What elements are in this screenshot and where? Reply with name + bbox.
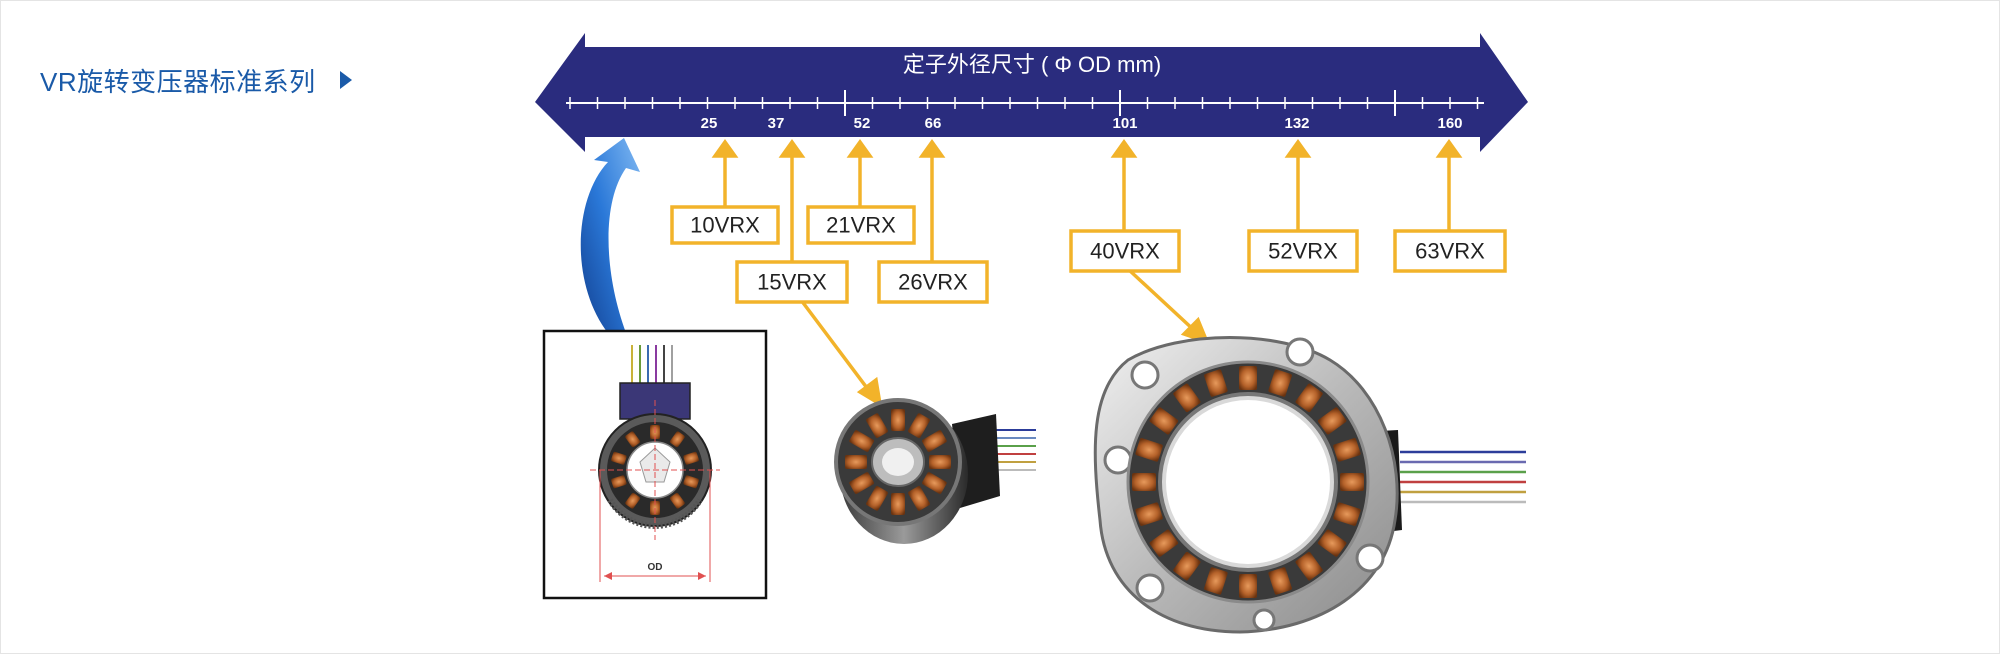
- tick-label-37: 37: [768, 115, 785, 132]
- tick-label-52: 52: [854, 115, 871, 132]
- tick-label-160: 160: [1437, 115, 1462, 132]
- model-label-15vrx: 15VRX: [735, 260, 849, 304]
- play-triangle-icon[interactable]: [339, 71, 352, 89]
- svg-text:21VRX: 21VRX: [826, 213, 896, 238]
- technical-drawing-panel: OD: [542, 329, 768, 600]
- svg-text:52VRX: 52VRX: [1268, 239, 1338, 264]
- series-heading[interactable]: VR旋转变压器标准系列: [40, 62, 352, 98]
- svg-text:63VRX: 63VRX: [1415, 239, 1485, 264]
- model-label-10vrx: 10VRX: [670, 205, 780, 245]
- model-label-40vrx: 40VRX: [1069, 229, 1181, 273]
- curved-pointer-arrow: [580, 138, 640, 338]
- model-label-52vrx: 52VRX: [1247, 229, 1359, 273]
- resolver-photo-large: [1093, 336, 1526, 634]
- model-pointers: [711, 138, 1463, 408]
- svg-text:40VRX: 40VRX: [1090, 239, 1160, 264]
- model-label-21vrx: 21VRX: [806, 205, 916, 245]
- svg-text:15VRX: 15VRX: [757, 270, 827, 295]
- scale-major-ticks: [844, 90, 1396, 116]
- scale-title: 定子外径尺寸 ( Φ OD mm): [903, 52, 1161, 77]
- tick-label-101: 101: [1112, 115, 1137, 132]
- model-label-63vrx: 63VRX: [1393, 229, 1507, 273]
- tick-label-132: 132: [1284, 115, 1309, 132]
- svg-text:26VRX: 26VRX: [898, 270, 968, 295]
- tick-label-66: 66: [925, 115, 942, 132]
- tick-label-25: 25: [701, 115, 718, 132]
- model-label-26vrx: 26VRX: [877, 260, 989, 304]
- od-scale-arrow: [535, 33, 1528, 152]
- series-title: VR旋转变压器标准系列: [40, 66, 316, 97]
- svg-text:10VRX: 10VRX: [690, 213, 760, 238]
- od-dimension-label: OD: [648, 562, 663, 573]
- resolver-photo-medium: [834, 398, 1036, 544]
